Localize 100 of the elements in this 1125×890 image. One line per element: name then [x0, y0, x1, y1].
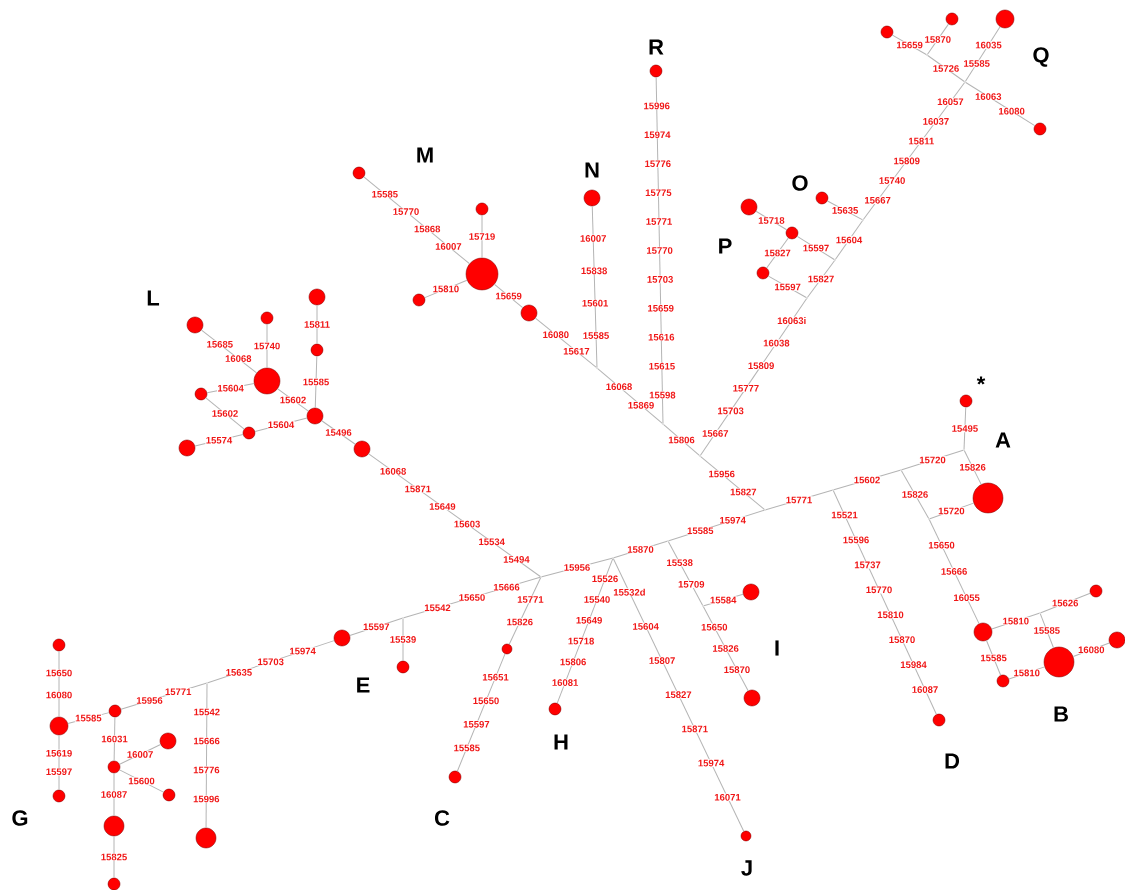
- mutation-label: 16068: [379, 467, 407, 476]
- haplotype-circle: [306, 407, 324, 425]
- mutation-label: 15651: [481, 673, 510, 681]
- mutation-label: 16031: [100, 735, 129, 743]
- mutation-label: 15726: [932, 64, 960, 73]
- mutation-label: 15635: [831, 206, 859, 215]
- haplotype-circle: [308, 288, 326, 306]
- mutation-label: 15838: [580, 267, 608, 275]
- mutation-label: 15956: [135, 696, 164, 705]
- haplotype-circle: [186, 316, 204, 334]
- mutation-label: 15869: [627, 401, 655, 410]
- mutation-label: 15604: [217, 384, 245, 392]
- group-label: I: [775, 640, 779, 656]
- haplotype-circle: [1043, 646, 1075, 678]
- mutation-label: 15650: [458, 593, 486, 602]
- mutation-label: 16087: [911, 685, 939, 694]
- mutation-label: 15719: [468, 232, 496, 241]
- mutation-label: 15974: [289, 647, 317, 655]
- group-label: L: [147, 290, 160, 306]
- haplotype-circle: [1108, 631, 1125, 649]
- group-label: R: [649, 39, 664, 55]
- connector-line: [900, 470, 930, 519]
- mutation-label: 15776: [644, 159, 672, 168]
- mutation-label: 15870: [888, 635, 916, 644]
- mutation-label: 15771: [785, 496, 813, 504]
- mutation-label: 16063: [974, 92, 1002, 101]
- mutation-label: 15811: [907, 137, 935, 145]
- group-label: E: [357, 677, 370, 693]
- connector-line: [963, 406, 967, 450]
- group-label: *: [976, 376, 986, 385]
- mutation-label: 15496: [324, 428, 353, 437]
- mutation-label: 15585: [74, 714, 102, 722]
- mutation-label: 15996: [192, 795, 220, 803]
- mutation-label: 15659: [495, 292, 523, 300]
- mutation-label: 15585: [453, 744, 481, 752]
- mutation-label: 15974: [697, 759, 725, 767]
- mutation-label: 16068: [605, 382, 633, 391]
- mutation-label: 15870: [626, 545, 655, 554]
- mutation-label: 15870: [723, 665, 751, 674]
- mutation-label: 15601: [581, 299, 609, 307]
- mutation-label: 15685: [206, 340, 234, 349]
- haplotype-circle: [973, 622, 993, 642]
- mutation-label: 15650: [472, 697, 500, 705]
- mutation-label: 15810: [432, 285, 460, 293]
- mutation-label: 15718: [567, 637, 595, 645]
- connector-line: [591, 205, 598, 368]
- mutation-label: 15776: [192, 766, 220, 774]
- mutation-label: 16080: [998, 107, 1026, 115]
- group-label: D: [945, 753, 959, 769]
- haplotype-circle: [195, 827, 217, 849]
- mutation-label: 15709: [677, 580, 705, 589]
- haplotype-circle: [995, 9, 1015, 29]
- haplotype-circle: [743, 689, 761, 707]
- mutation-label: 15542: [193, 708, 221, 716]
- connector-line: [314, 355, 318, 409]
- mutation-label: 15740: [878, 176, 906, 185]
- haplotype-circle: [353, 440, 371, 458]
- mutation-label: 15532d: [612, 588, 646, 597]
- mutation-label: 15495: [951, 424, 979, 433]
- mutation-label: 15777: [732, 384, 760, 392]
- mutation-label: 15585: [686, 526, 714, 535]
- mutation-label: 16071: [713, 793, 742, 802]
- mutation-label: 15635: [225, 668, 253, 677]
- mutation-label: 15984: [899, 660, 928, 669]
- mutation-label: 15667: [701, 429, 729, 438]
- mutation-label: 15871: [404, 485, 432, 493]
- mutation-label: 15540: [583, 595, 611, 604]
- mutation-label: 15703: [717, 407, 745, 415]
- mutation-label: 15659: [896, 41, 924, 49]
- connector-line: [807, 260, 835, 298]
- mutation-label: 15604: [632, 622, 660, 631]
- connector-line: [1039, 613, 1054, 649]
- mutation-label: 15809: [893, 157, 921, 165]
- mutation-label: 15868: [413, 225, 441, 233]
- group-label: A: [995, 432, 1011, 448]
- mutation-label: 16063i: [776, 316, 807, 325]
- mutation-label: 15703: [646, 275, 674, 284]
- mutation-label: 16038: [762, 339, 790, 347]
- mutation-label: 15542: [423, 604, 452, 612]
- group-label: B: [1054, 706, 1068, 722]
- mutation-label: 15870: [924, 35, 952, 44]
- mutation-label: 15871: [681, 725, 709, 733]
- group-label: M: [417, 147, 433, 163]
- mutation-label: 15650: [45, 669, 73, 677]
- mutation-label: 15810: [876, 611, 905, 619]
- haplotype-circle: [740, 198, 758, 216]
- mutation-label: 15771: [164, 688, 192, 696]
- haplotype-circle: [103, 815, 125, 837]
- haplotype-circle: [520, 304, 538, 322]
- haplotype-circle: [465, 257, 499, 291]
- mutation-label: 15718: [757, 216, 785, 225]
- mutation-label: 15826: [712, 644, 740, 653]
- group-label: J: [741, 860, 752, 876]
- connector-line: [58, 650, 60, 718]
- mutation-label: 15826: [959, 463, 987, 472]
- connector-line: [402, 618, 404, 662]
- mutation-label: 15740: [253, 342, 281, 350]
- mutation-label: 15827: [807, 275, 835, 283]
- mutation-label: 15585: [1033, 626, 1061, 635]
- mutation-label: 15810: [1013, 669, 1041, 677]
